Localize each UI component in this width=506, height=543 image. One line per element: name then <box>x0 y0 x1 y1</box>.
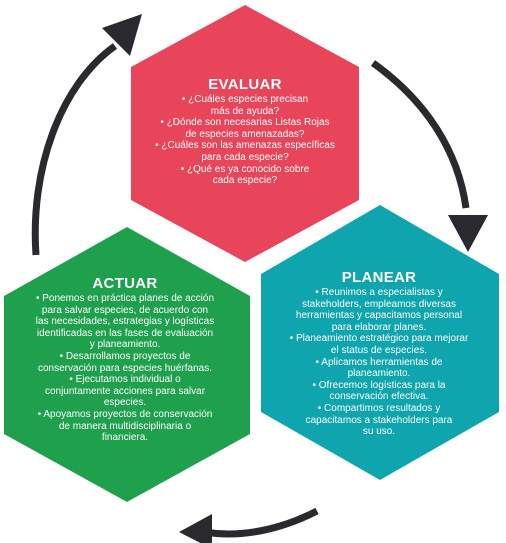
planear-title: PLANEAR <box>341 269 417 286</box>
bullet-line: financiera. <box>101 432 149 444</box>
bullet-line: capacitamos a stakeholders para <box>305 414 453 426</box>
bullet-line: de especies amenazadas? <box>185 128 305 140</box>
bullet-line: • ¿Cuáles son las amenazas específicas <box>155 140 335 152</box>
bullet-line: • Desarrollamos proyectos de <box>59 350 191 362</box>
actuar-hexagon <box>4 227 250 502</box>
bullet-line: • ¿Dónde son necesarias Listas Rojas <box>160 117 330 129</box>
bullet-line: el status de especies. <box>330 344 428 356</box>
arrowhead-left <box>102 14 142 56</box>
bullet-line: de manera multidisciplinaria o <box>58 420 192 432</box>
bullet-line: stakeholders, empleamos diversas <box>302 298 456 310</box>
bullet-line: • Planeamiento estratégico para mejorar <box>289 333 469 345</box>
bullet-line: para cada especie? <box>201 151 289 163</box>
bullet-line: • ¿Qué es ya conocido sobre <box>180 163 310 175</box>
cycle-arrow-bottom <box>204 507 319 538</box>
bullet-line: • ¿Cuáles especies precisan <box>181 94 309 105</box>
arrowheads <box>102 14 488 543</box>
bullet-line: su uso. <box>362 426 396 438</box>
bullet-line: planeamiento. <box>347 368 411 380</box>
arrowhead-bottom <box>179 514 212 543</box>
bullet-line: • Ejecutamos individual o <box>69 374 181 386</box>
bullet-line: especies. <box>103 397 147 409</box>
bullet-line: identificadas en las fases de evaluación <box>36 327 214 339</box>
bullet-line: más de ayuda? <box>210 105 280 117</box>
cycle-arrows <box>31 43 470 538</box>
bullet-line: para salvar especies, de acuerdo con <box>41 304 209 316</box>
arrowhead-top-right <box>448 215 488 252</box>
bullet-line: herramientas y capacitamos personal <box>295 310 463 322</box>
bullet-line: • Reunimos a especialistas y <box>315 287 443 298</box>
bullet-line: • Ponemos en práctica planes de acción <box>35 293 215 304</box>
evaluar-title: EVALUAR <box>208 76 282 93</box>
bullet-line: • Aplicamos herramientas de <box>315 356 443 368</box>
cycle-arrow-top-right <box>370 60 470 209</box>
bullet-line: conservación para especies huérfanas. <box>38 362 212 374</box>
bullet-line: • Compartimos resultados y <box>317 402 441 414</box>
bullet-line: • Apoyamos proyectos de conservación <box>37 408 213 420</box>
bullet-line: conservación efectiva. <box>329 391 429 403</box>
cycle-arrow-left <box>31 43 118 256</box>
bullet-line: • Ofrecemos logísticas para la <box>312 379 446 391</box>
bullet-line: para elaborar planes. <box>331 321 427 333</box>
actuar-title: ACTUAR <box>92 275 158 292</box>
evaluar-hexagon <box>131 5 359 262</box>
bullet-line: cada especie? <box>212 175 278 187</box>
bullet-line: y planeamiento. <box>89 339 161 351</box>
planear-hexagon <box>261 205 499 480</box>
bullet-line: conjuntamente acciones para salvar <box>44 385 206 397</box>
actuar-content: ACTUAR • Ponemos en práctica planes de a… <box>10 275 240 444</box>
bullet-line: las necesidades, estrategias y logística… <box>35 316 215 328</box>
